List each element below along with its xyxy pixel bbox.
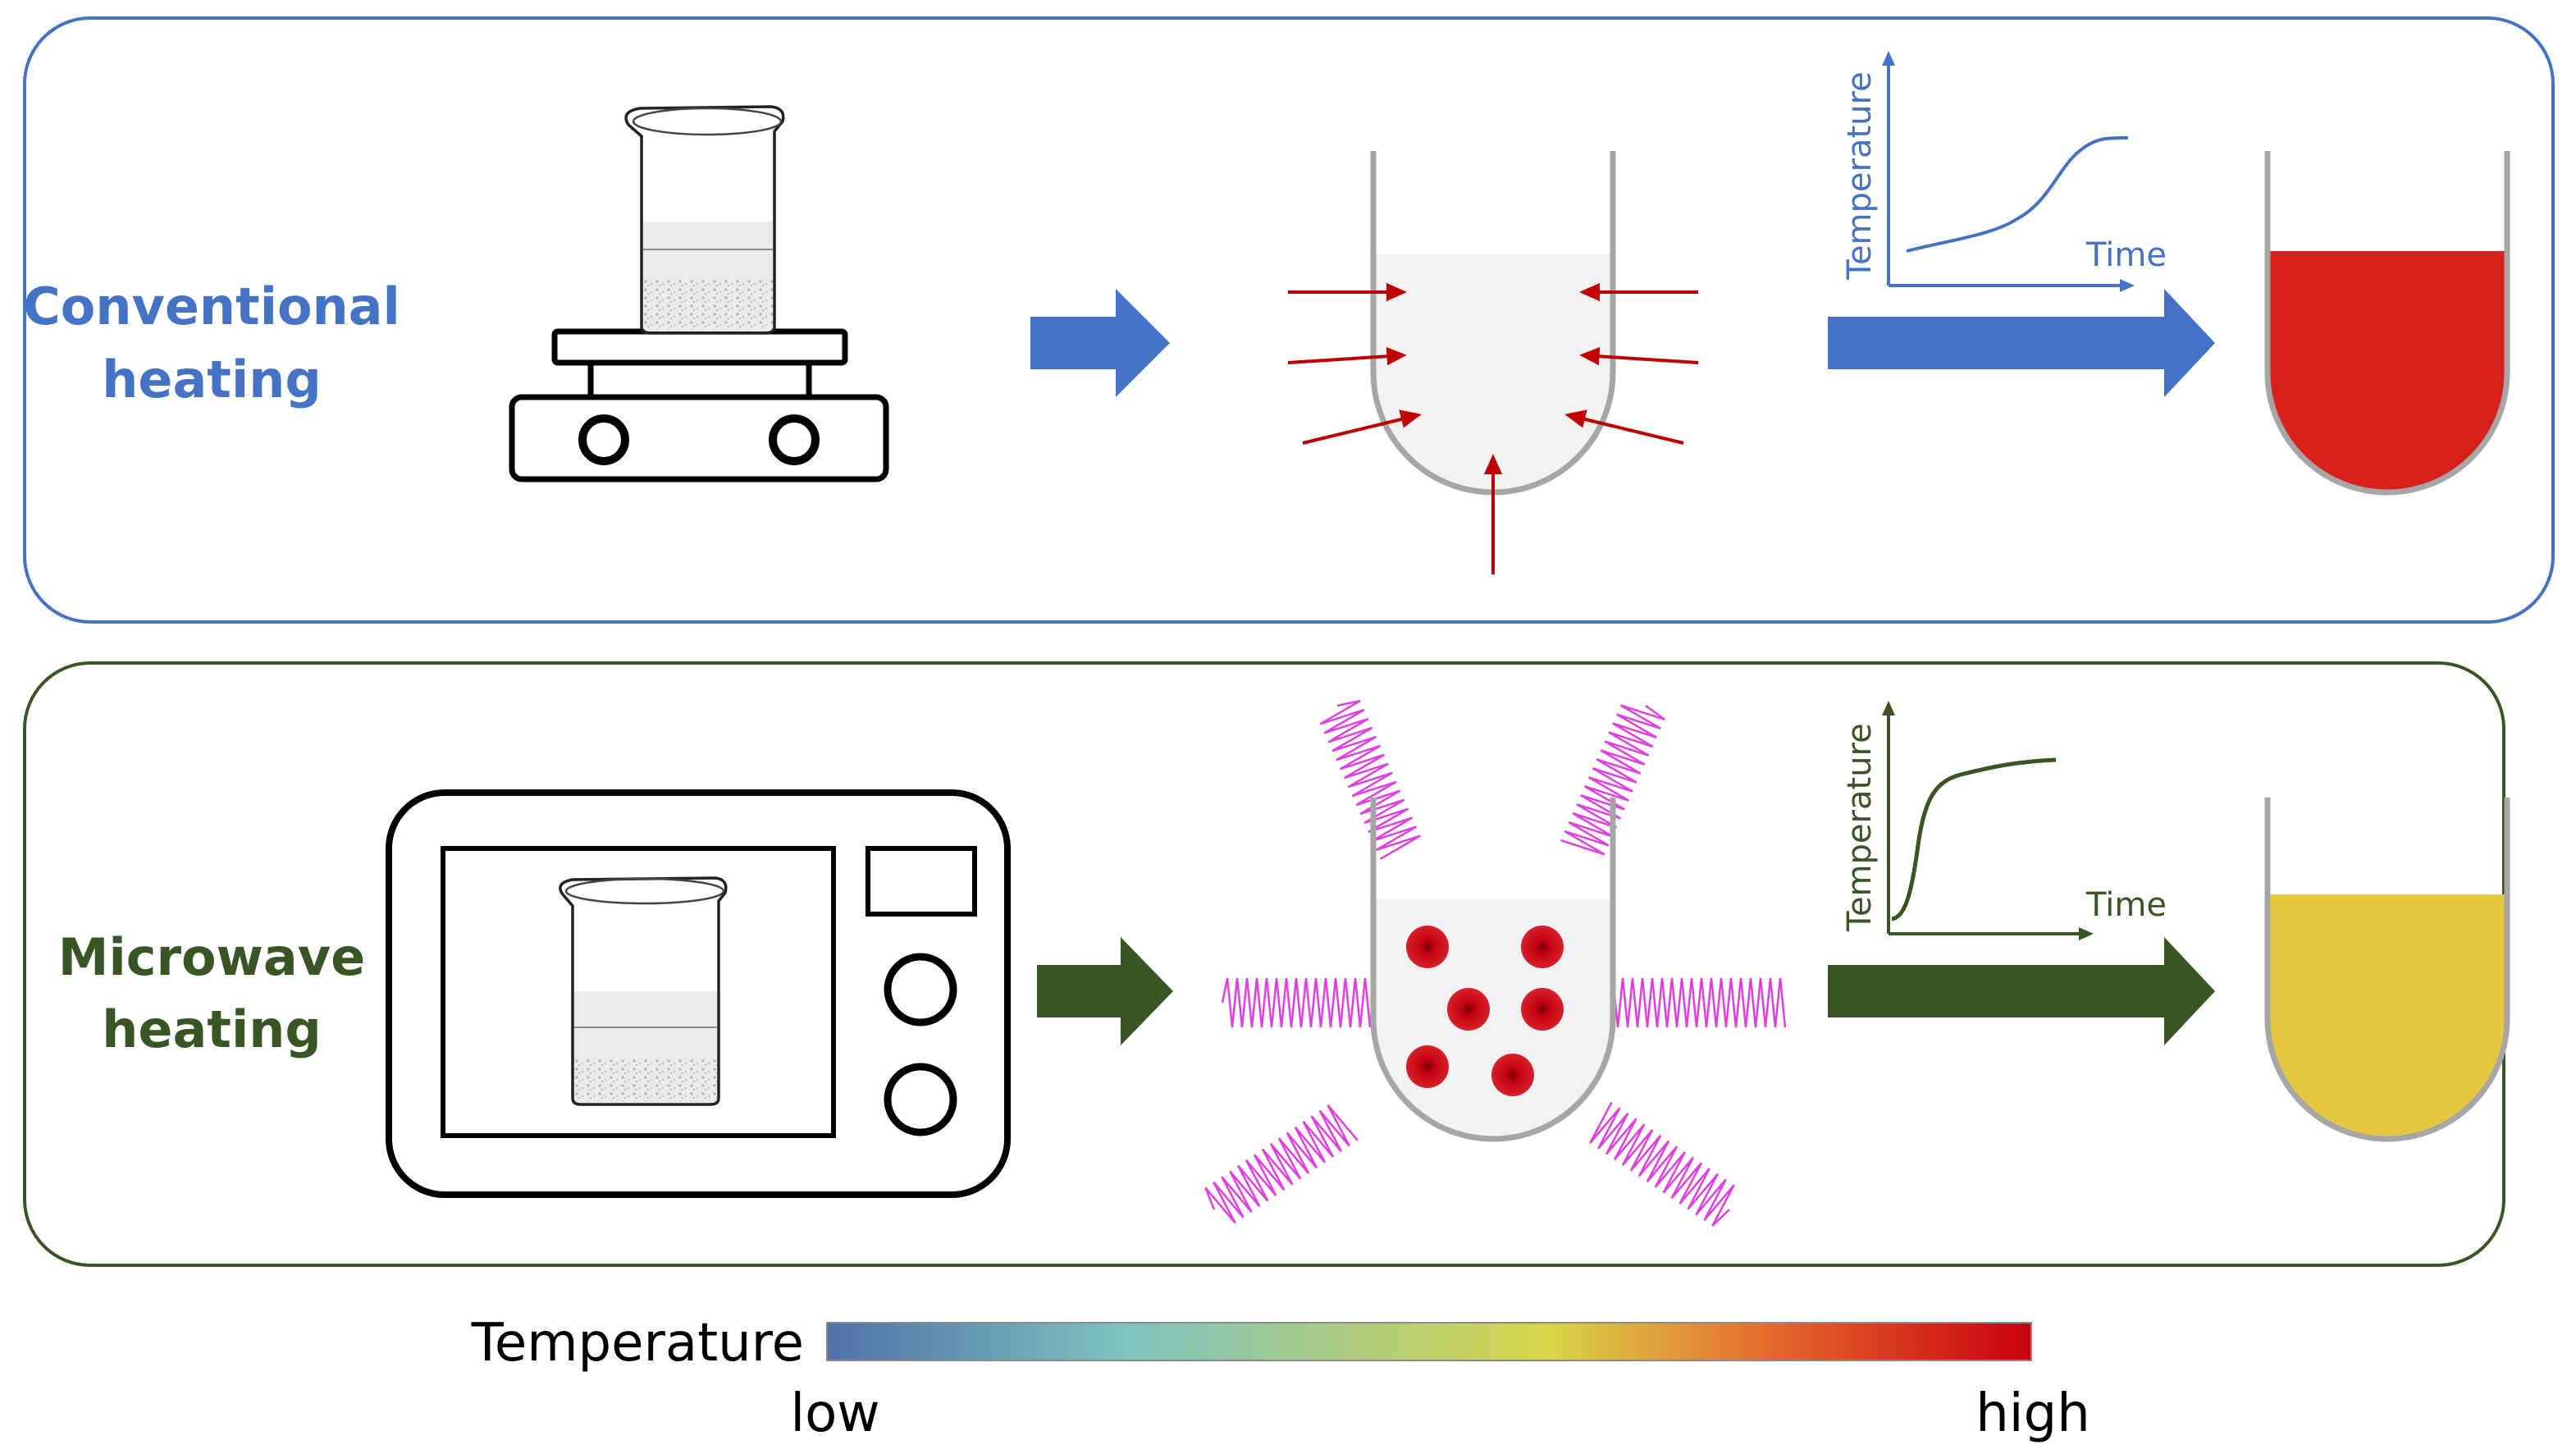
polar-molecules bbox=[1406, 926, 1564, 1096]
microwave-step-arrow bbox=[1037, 937, 1173, 1045]
conventional-title-line2: heating bbox=[102, 350, 321, 409]
temperature-color-bar bbox=[826, 1322, 2032, 1361]
microwave-graph-ylabel: Temperature bbox=[1841, 723, 1879, 931]
conventional-step-arrow bbox=[1030, 289, 1170, 397]
beaker-icon bbox=[624, 105, 785, 335]
microwave-graph-xlabel: Time bbox=[2085, 886, 2167, 924]
conventional-result-arrow bbox=[1828, 289, 2215, 397]
conventional-result-vessel bbox=[2264, 151, 2510, 496]
microwave-result-arrow bbox=[1828, 937, 2215, 1045]
conventional-title-line1: Conventional bbox=[23, 277, 400, 336]
legend-low-label: low bbox=[790, 1383, 879, 1444]
microwave-title-line2: heating bbox=[102, 999, 321, 1059]
conventional-vessel-icon bbox=[1370, 151, 1616, 496]
conventional-panel: Conventional heating bbox=[23, 16, 2555, 624]
conventional-graph-xlabel: Time bbox=[2085, 236, 2167, 274]
conventional-panel-border bbox=[23, 16, 2555, 624]
external-heat-arrows bbox=[1287, 282, 1699, 574]
legend-high-label: high bbox=[1975, 1383, 2090, 1444]
conventional-temperature-graph: Temperature Time bbox=[1841, 51, 2167, 292]
microwave-vessel-icon bbox=[1370, 798, 1616, 1142]
microwave-panel: Microwave heating bbox=[23, 661, 2510, 1267]
temperature-legend: Temperature low high bbox=[471, 1313, 2090, 1444]
microwave-title-line1: Microwave bbox=[58, 927, 365, 987]
microwave-radiation-waves bbox=[1204, 699, 1787, 1227]
microwave-oven-icon bbox=[386, 789, 1011, 1198]
microwave-result-vessel bbox=[2264, 798, 2510, 1142]
hot-plate-icon bbox=[509, 328, 889, 482]
beaker-in-microwave-icon bbox=[559, 876, 728, 1106]
legend-title: Temperature bbox=[471, 1313, 804, 1374]
conventional-graph-ylabel: Temperature bbox=[1841, 71, 1879, 280]
microwave-temperature-graph: Temperature Time bbox=[1841, 701, 2167, 940]
